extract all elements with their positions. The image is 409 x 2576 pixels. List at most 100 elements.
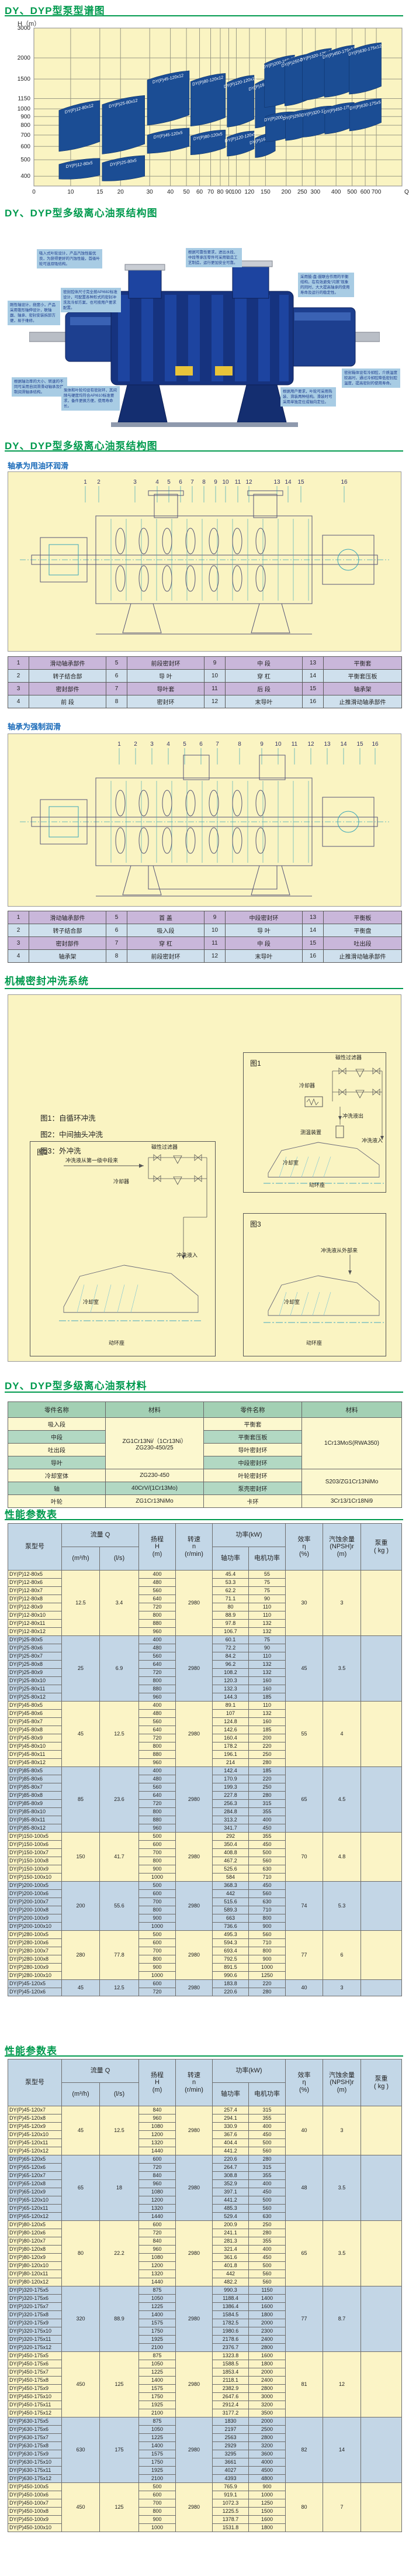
- svg-text:400: 400: [331, 189, 341, 195]
- perf-value-cell: 400: [138, 1635, 176, 1644]
- perf-value-cell: 183.8: [212, 1979, 249, 1988]
- perf-model-cell: DY(P)450-175x5: [8, 2351, 62, 2360]
- perf-model-cell: DY(P)45-80x7: [8, 1717, 62, 1726]
- perf-header-cell: 效率 η (%): [285, 1523, 323, 1571]
- perf-model-cell: DY(P)25-80x12: [8, 1693, 62, 1702]
- parts-cell: 2: [8, 924, 29, 937]
- perf-value-cell: 720: [138, 1734, 176, 1742]
- svg-text:10: 10: [275, 741, 282, 748]
- materials-cell: 导叶: [8, 1456, 106, 1469]
- svg-text:Q(m³/h): Q(m³/h): [404, 189, 409, 195]
- seal-diagram-label: 冷却室: [83, 1299, 99, 1305]
- perf-value-cell: 3.5: [323, 2155, 361, 2221]
- perf-model-cell: DY(P)65-120x8: [8, 2179, 62, 2188]
- svg-text:2: 2: [97, 479, 100, 485]
- perf-value-cell: 404.4: [212, 2138, 249, 2147]
- materials-cell: 泵壳密封环: [203, 1482, 302, 1495]
- perf-value-cell: 2400: [248, 2335, 286, 2344]
- perf-model-cell: DY(P)45-120x10: [8, 2130, 62, 2139]
- perf-value-cell: 144.3: [212, 1693, 249, 1702]
- parts-cell: 中 段: [225, 656, 303, 670]
- perf-value-cell: 1225: [138, 2433, 176, 2442]
- perf-value-cell: 2563: [212, 2433, 249, 2442]
- perf-header-cell: 汽蚀余量 (NPSH)r (m): [323, 2059, 361, 2106]
- svg-text:14: 14: [285, 479, 292, 485]
- perf-value-cell: 589.3: [212, 1906, 249, 1914]
- parts-cell: 止推滑动轴承部件: [323, 949, 402, 963]
- materials-cell: 平衡套压板: [203, 1430, 302, 1444]
- perf-model-cell: DY(P)45-120x7: [8, 2106, 62, 2114]
- perf-value-cell: 480: [138, 1644, 176, 1652]
- perf-model-cell: DY(P)25-80x8: [8, 1660, 62, 1669]
- parts-cell: 导 叶: [225, 924, 303, 937]
- perf-value-cell: 560: [248, 2147, 286, 2155]
- perf-header-cell: 扬程 H (m): [138, 2059, 176, 2106]
- perf-model-cell: DY(P)45-120x5: [8, 1979, 62, 1988]
- perf-value-cell: 12: [323, 2351, 361, 2417]
- perf-value-cell: 450: [248, 1840, 286, 1849]
- perf-value-cell: 1080: [138, 2122, 176, 2131]
- perf-model-cell: DY(P)85-80x7: [8, 1783, 62, 1792]
- perf-value-cell: 185: [248, 1726, 286, 1734]
- perf-value-cell: 4393: [212, 2474, 249, 2483]
- perf-value-cell: 3200: [248, 2441, 286, 2450]
- svg-text:6: 6: [179, 479, 182, 485]
- perf-value-cell: 3.4: [99, 1570, 139, 1636]
- perf-value-cell: 220: [248, 1775, 286, 1783]
- perf-value-cell: 1575: [138, 2319, 176, 2327]
- perf-value-cell: 321.4: [212, 2245, 249, 2254]
- perf-model-cell: DY(P)320-175x12: [8, 2343, 62, 2352]
- perf-model-cell: DY(P)630-175x12: [8, 2474, 62, 2483]
- perf-value-cell: 97.8: [212, 1619, 249, 1628]
- svg-text:3: 3: [150, 741, 154, 748]
- perf-header-cell: (l/s): [99, 1547, 139, 1571]
- seal-figure-label: 图1: [250, 1059, 261, 1067]
- perf-value-cell: 584: [212, 1873, 249, 1882]
- divider: [5, 2055, 403, 2057]
- materials-cell: 卡环: [203, 1494, 302, 1508]
- materials-cell: 中段密封环: [203, 1456, 302, 1469]
- perf-model-cell: DY(P)85-80x6: [8, 1775, 62, 1783]
- perf-value-cell: 132: [248, 1709, 286, 1718]
- parts-cell: 3: [8, 682, 29, 695]
- svg-text:150: 150: [261, 189, 271, 195]
- parts-cell: 前段密封环: [127, 656, 204, 670]
- perf-value-cell: 1925: [138, 2401, 176, 2409]
- perf-model-cell: DY(P)80-120x12: [8, 2278, 62, 2286]
- perf-value-cell: 77: [285, 2286, 323, 2352]
- parts-cell: 16: [302, 695, 324, 708]
- perf-value-cell: 75: [248, 1635, 286, 1644]
- materials-cell: 导叶密封环: [203, 1443, 302, 1456]
- perf-value-cell: 990.6: [212, 1971, 249, 1980]
- perf-model-cell: DY(P)80-120x5: [8, 2220, 62, 2229]
- perf-value-cell: 132: [248, 1660, 286, 1669]
- perf-value-cell: 515.6: [212, 1897, 249, 1906]
- perf-value-cell: 3: [323, 1979, 361, 1996]
- perf-value-cell: 1323.8: [212, 2351, 249, 2360]
- perf-value-cell: 720: [138, 1668, 176, 1677]
- svg-text:H（m）: H（m）: [18, 20, 40, 27]
- perf-value-cell: 84.2: [212, 1652, 249, 1661]
- perf-value-cell: 960: [138, 2114, 176, 2123]
- perf-value-cell: 355: [248, 1832, 286, 1841]
- perf-value-cell: 1584.5: [212, 2310, 249, 2319]
- perf-value-cell: 990.3: [212, 2286, 249, 2295]
- perf-model-cell: DY(P)450-175x12: [8, 2409, 62, 2417]
- perf-value-cell: 1000: [138, 2523, 176, 2532]
- perf-model-cell: DY(P)450-100x8: [8, 2507, 62, 2516]
